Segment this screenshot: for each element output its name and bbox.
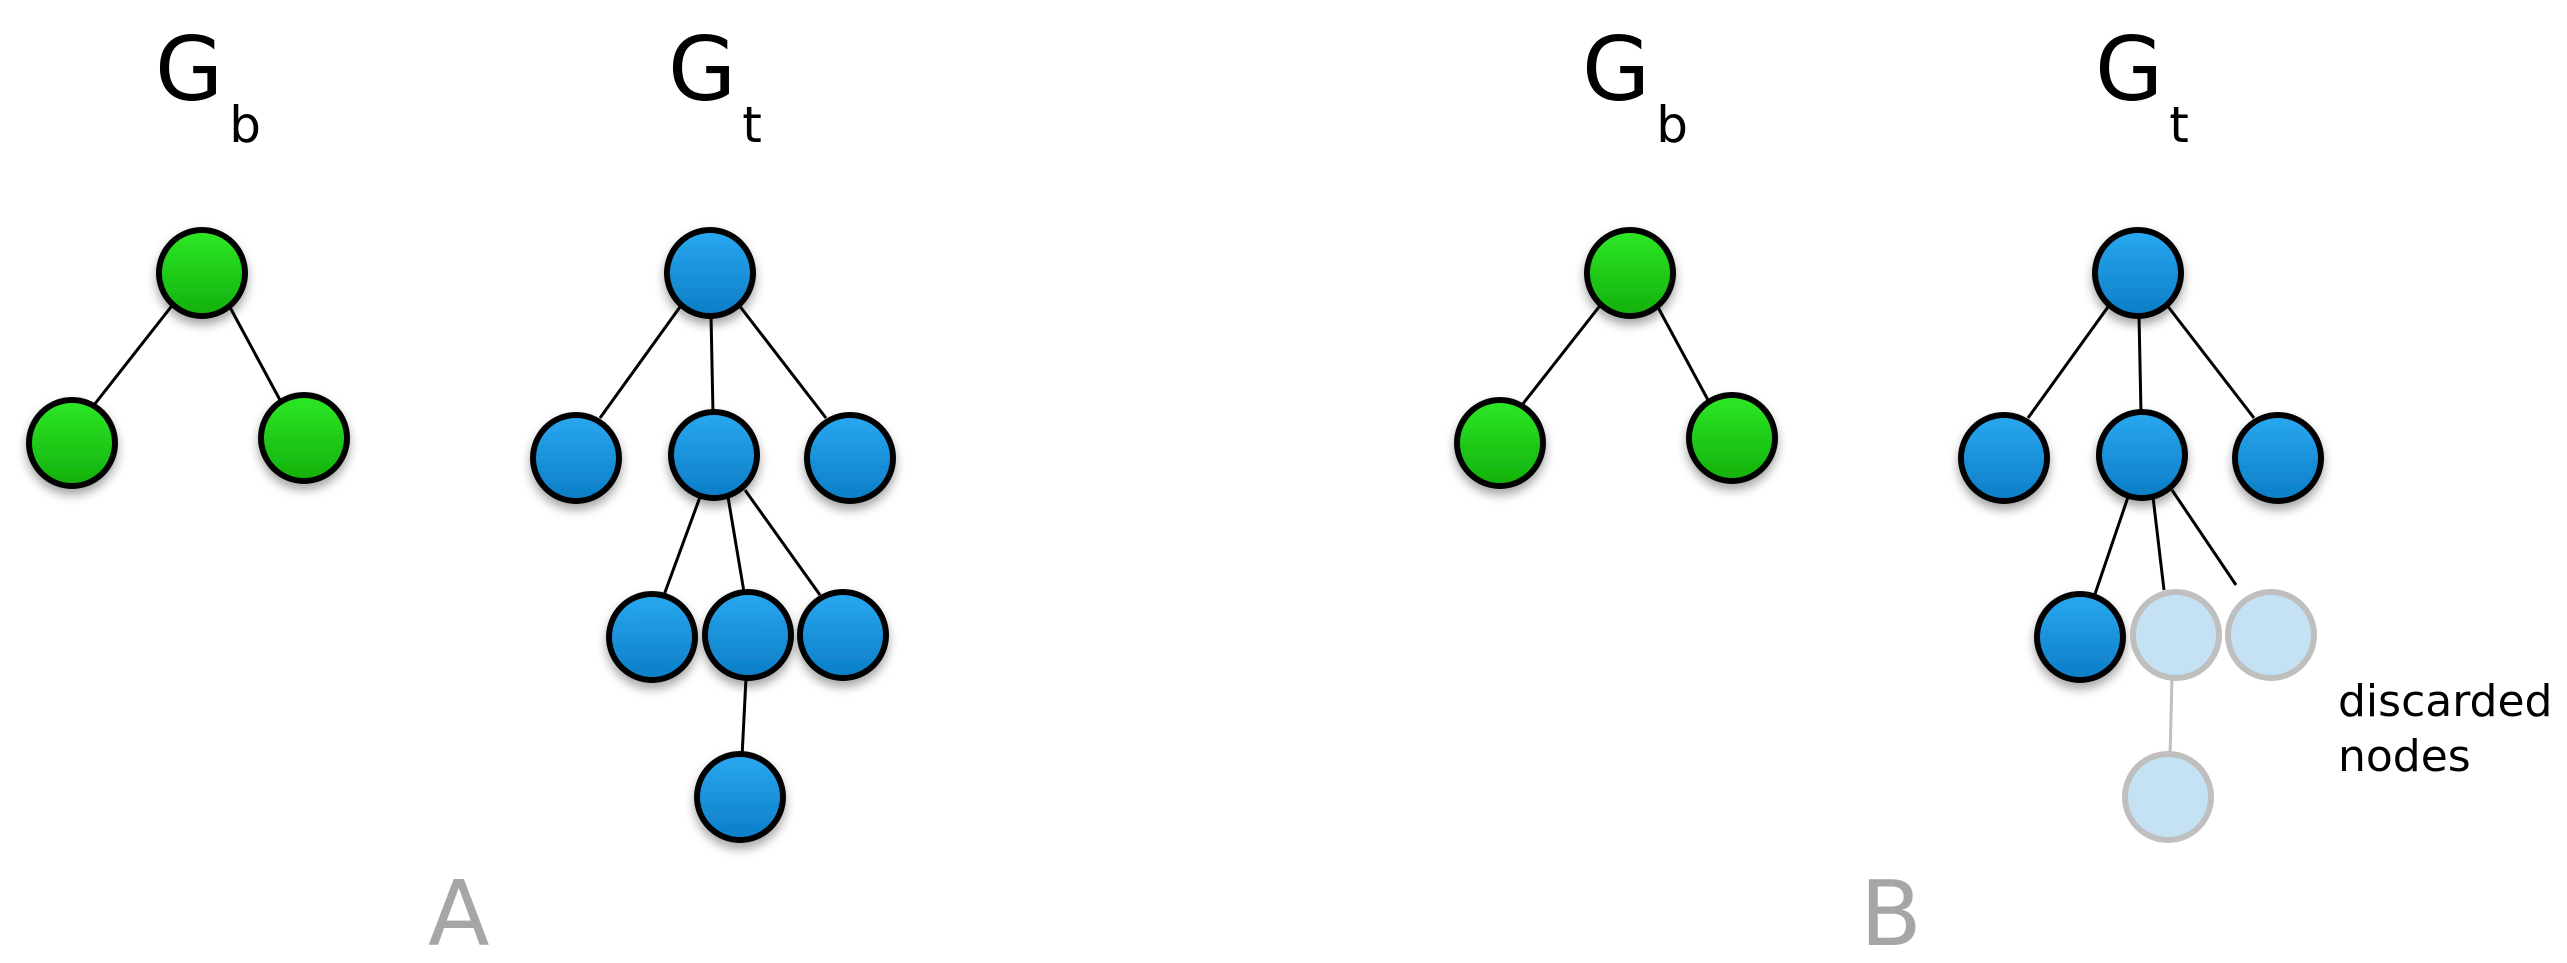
blue-node xyxy=(530,412,622,504)
edge xyxy=(743,489,822,596)
blue-node xyxy=(2092,227,2184,319)
edge xyxy=(709,314,715,414)
edge xyxy=(2026,299,2115,419)
edge xyxy=(92,297,180,406)
discarded-edge xyxy=(2168,677,2174,758)
panel-b-base-graph-title: Gb xyxy=(1582,18,1688,154)
green-node xyxy=(156,227,248,319)
panel-a-base-graph-title: Gb xyxy=(155,18,261,154)
panel-b-target-graph-subscript: t xyxy=(2169,96,2189,154)
blue-node xyxy=(694,751,786,843)
edge xyxy=(2161,299,2256,419)
edge xyxy=(2151,496,2166,591)
panel-a-base-graph-subscript: b xyxy=(229,96,261,154)
note-line-2: nodes xyxy=(2338,731,2471,782)
blue-node xyxy=(804,412,896,504)
green-node xyxy=(258,392,350,484)
panel-b-base-graph-subscript: b xyxy=(1656,96,1688,154)
green-node xyxy=(1454,397,1546,489)
green-node xyxy=(1584,227,1676,319)
discarded-node xyxy=(2122,751,2214,843)
panel-a-label: A xyxy=(428,862,490,963)
note-line-1: discarded xyxy=(2338,676,2552,727)
panel-a-target-graph-edges xyxy=(598,299,828,758)
panel-a-base-graph-edges xyxy=(92,297,282,406)
edge xyxy=(2170,489,2238,586)
discarded-nodes-note: discarded nodes xyxy=(2338,676,2566,782)
panel-b-base-graph-nodes xyxy=(1454,227,1778,489)
blue-node xyxy=(797,589,889,681)
panel-b-target-graph-nodes xyxy=(1958,227,2324,683)
discarded-node xyxy=(2225,589,2317,681)
edge xyxy=(2137,314,2143,414)
panel-b-label: B xyxy=(1860,862,1922,963)
edge xyxy=(740,677,748,758)
panel-a-base-graph-symbol: G xyxy=(155,18,223,121)
edge xyxy=(1520,297,1608,406)
discarded-node xyxy=(2130,589,2222,681)
blue-node xyxy=(2034,591,2126,683)
panel-b-discarded-nodes xyxy=(2122,589,2317,843)
blue-node xyxy=(2096,409,2188,501)
panel-a: Gb Gt xyxy=(26,18,896,963)
panel-a-target-graph-subscript: t xyxy=(742,96,762,154)
blue-node xyxy=(2232,412,2324,504)
edge xyxy=(598,299,687,419)
edge xyxy=(223,297,282,401)
edge xyxy=(2092,496,2130,598)
panel-b-target-graph-edges xyxy=(2026,299,2256,598)
edge xyxy=(733,299,828,419)
panel-a-target-graph-symbol: G xyxy=(668,18,736,121)
edge xyxy=(1651,297,1710,401)
panel-b: Gb Gt xyxy=(1454,18,2566,963)
green-node xyxy=(26,397,118,489)
blue-node xyxy=(664,227,756,319)
panel-b-target-graph-symbol: G xyxy=(2095,18,2163,121)
panel-b-target-graph-title: Gt xyxy=(2095,18,2189,154)
green-node xyxy=(1686,392,1778,484)
blue-node xyxy=(668,409,760,501)
panel-a-target-graph-nodes xyxy=(530,227,896,843)
panel-a-base-graph-nodes xyxy=(26,227,350,489)
edge xyxy=(662,496,702,596)
blue-node xyxy=(606,591,698,683)
panel-b-base-graph-edges xyxy=(1520,297,1710,406)
edge xyxy=(726,496,746,593)
panel-a-target-graph-title: Gt xyxy=(668,18,762,154)
blue-node xyxy=(1958,412,2050,504)
blue-node xyxy=(702,589,794,681)
panel-b-base-graph-symbol: G xyxy=(1582,18,1650,121)
